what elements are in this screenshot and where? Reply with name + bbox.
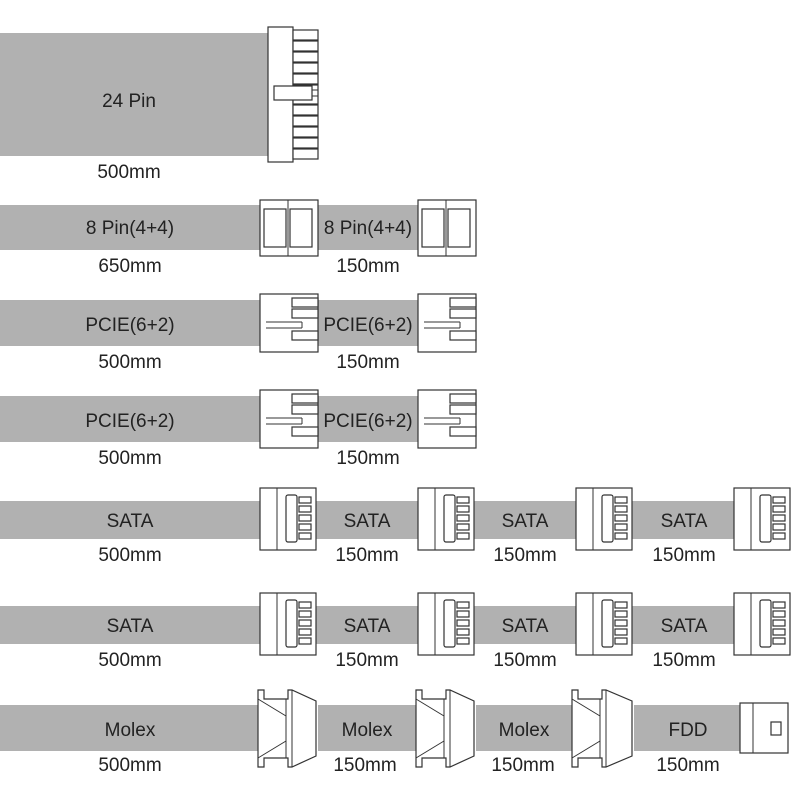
cable-body [474, 501, 576, 539]
connector-pcie-6-2-end [417, 293, 477, 353]
cable-body [318, 205, 418, 250]
cable-pcie-1: PCIE(6+2) 500mm PCIE(6+2) 150mm [0, 293, 477, 373]
segment-label: Molex [105, 720, 156, 741]
cable-body [316, 606, 418, 644]
cable-eps: 8 Pin(4+4) 650mm 8 Pin(4+4) 150mm [0, 199, 477, 277]
segment-label: SATA [107, 616, 154, 637]
connector-8-pin-4-4 [259, 199, 319, 257]
segment-length: 500mm [98, 545, 161, 566]
cable-body [474, 606, 576, 644]
cable-body [0, 33, 268, 156]
segment-label: SATA [344, 511, 391, 532]
connector-sata [259, 592, 317, 656]
connector-8-pin-4-4-end [417, 199, 477, 257]
cable-body [632, 606, 734, 644]
connector-sata [575, 592, 633, 656]
connector-molex [257, 689, 317, 768]
segment-length: 500mm [98, 650, 161, 671]
connector-molex [571, 689, 633, 768]
cable-sata-2: SATA 500mm SATA 150mm SATA 150mm SATA 15… [0, 592, 791, 671]
segment-label: 8 Pin(4+4) [86, 218, 174, 239]
cable-sata-1: SATA 500mm SATA 150mm SATA 150mm SATA 15… [0, 487, 791, 566]
segment-length: 650mm [98, 256, 161, 277]
cable-body [318, 396, 418, 442]
segment-length: 500mm [98, 755, 161, 776]
segment-label: PCIE(6+2) [323, 315, 412, 336]
connector-pcie-6-2 [259, 389, 319, 449]
segment-length: 500mm [98, 352, 161, 373]
segment-label: PCIE(6+2) [85, 411, 174, 432]
segment-label: Molex [342, 720, 393, 741]
segment-label: SATA [661, 511, 708, 532]
segment-label: 8 Pin(4+4) [324, 218, 412, 239]
segment-label: PCIE(6+2) [85, 315, 174, 336]
cable-body [318, 300, 418, 346]
segment-label: FDD [668, 720, 707, 741]
connector-pcie-6-2 [259, 293, 319, 353]
segment-length: 150mm [335, 545, 398, 566]
segment-length: 150mm [493, 650, 556, 671]
cable-body [0, 300, 260, 346]
cable-body [634, 705, 740, 751]
connector-pcie-6-2-end [417, 389, 477, 449]
connector-sata [733, 592, 791, 656]
cable-body [632, 501, 734, 539]
cable-24-pin: 24 Pin 500mm [0, 26, 319, 183]
cable-body [0, 606, 260, 644]
segment-length: 150mm [652, 545, 715, 566]
segment-label: PCIE(6+2) [323, 411, 412, 432]
segment-length: 150mm [656, 755, 719, 776]
segment-length: 150mm [333, 755, 396, 776]
segment-label: SATA [502, 616, 549, 637]
cable-molex: Molex 500mm Molex 150mm Molex 150mm FDD … [0, 689, 789, 776]
connector-24-pin [267, 26, 319, 163]
connector-sata [417, 487, 475, 551]
cable-body [0, 501, 260, 539]
cable-body [0, 705, 258, 751]
cable-body [318, 705, 416, 751]
segment-label: SATA [502, 511, 549, 532]
segment-label: SATA [661, 616, 708, 637]
segment-length: 500mm [97, 162, 160, 183]
connector-molex [415, 689, 475, 768]
segment-length: 150mm [336, 448, 399, 469]
segment-length: 150mm [493, 545, 556, 566]
cable-body [476, 705, 572, 751]
connector-sata [575, 487, 633, 551]
connector-fdd [739, 702, 789, 754]
segment-length: 500mm [98, 448, 161, 469]
segment-label: SATA [107, 511, 154, 532]
segment-length: 150mm [335, 650, 398, 671]
cable-pcie-2: PCIE(6+2) 500mm PCIE(6+2) 150mm [0, 389, 477, 469]
connector-sata [417, 592, 475, 656]
segment-length: 150mm [491, 755, 554, 776]
cable-body [0, 396, 260, 442]
segment-label: SATA [344, 616, 391, 637]
segment-label: 24 Pin [102, 91, 156, 112]
segment-length: 150mm [336, 256, 399, 277]
segment-label: Molex [499, 720, 550, 741]
segment-length: 150mm [652, 650, 715, 671]
segment-length: 150mm [336, 352, 399, 373]
connector-sata [259, 487, 317, 551]
cable-body [316, 501, 418, 539]
cable-body [0, 205, 260, 250]
connector-sata [733, 487, 791, 551]
